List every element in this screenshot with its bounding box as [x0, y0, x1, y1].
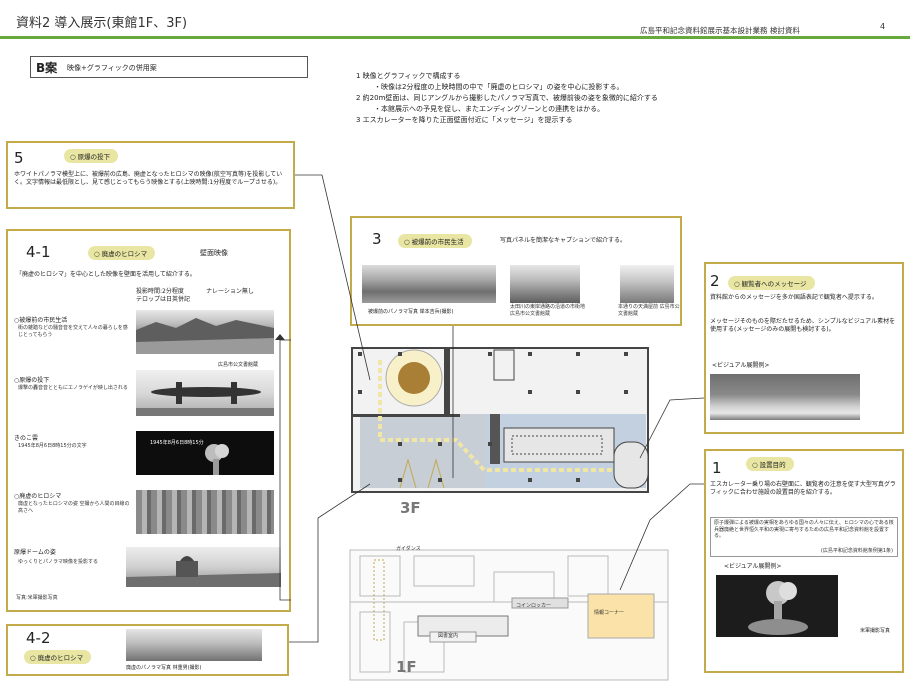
- section-1-number: 1: [712, 459, 722, 477]
- photo-prewar-panorama: [362, 265, 496, 303]
- floor-1f-guidance: ガイダンス: [396, 546, 421, 552]
- section-1-quote: 原子爆弾による被爆の実相をあらゆる国々の人々に伝え、ヒロシマの心である核兵器廃絶…: [714, 520, 894, 539]
- section-3-tag: 被爆前の市民生活: [398, 234, 472, 248]
- item-desc: 廃虚となったヒロシマの姿 空撮から人間の目線の高さへ: [18, 501, 130, 514]
- floorplan-3f-drawing: [351, 347, 649, 493]
- section-2-number: 2: [710, 272, 720, 290]
- section-4-1-heading: 壁面映像: [200, 249, 228, 257]
- section-4-1-tag: 廃虚のヒロシマ: [88, 246, 156, 260]
- floor-label-1f: 1F: [396, 658, 417, 676]
- floor-1f-shop: 図書室内: [438, 633, 459, 639]
- summary-line: 3 エスカレーターを降りた正面壁面付近に「メッセージ」を提示する: [356, 116, 573, 124]
- header-project: 広島平和記念資料館展示基本設計業務 検討資料: [640, 26, 800, 35]
- section-1-quote-source: (広島平和記念資料館条例第1条): [820, 548, 893, 554]
- plan-label: B案: [36, 61, 58, 75]
- floor-1f-locker: コインロッカー: [516, 603, 552, 609]
- floorplan-1f: ガイダンス コインロッカー 情報コーナー 図書室内: [344, 542, 674, 682]
- section-4-1-number: 4-1: [26, 243, 51, 261]
- section-1-text: エスカレーター乗り場の右壁面に、観覧者の注意を促す大型写真グラフィックに合わせ施…: [710, 481, 896, 497]
- section-2-box: 2 観覧者へのメッセージ 資料館からのメッセージを多か国語表記で観覧者へ提示する…: [704, 262, 904, 434]
- photo-bomber-drawing: [136, 382, 274, 416]
- summary-line: 1 映像とグラフィックで構成する: [356, 72, 461, 80]
- floorplan-1f-drawing: [349, 549, 669, 681]
- item-desc: 街の雑踏などの騒音音を交えて人々の暮らしを感じとってもらう: [18, 325, 128, 338]
- floor-label-3f: 3F: [400, 499, 421, 517]
- section-1-tag: 設置目的: [746, 457, 794, 471]
- photo-hondori-street: [620, 265, 674, 303]
- section-3-box: 3 被爆前の市民生活 写真パネルを簡潔なキャプションで紹介する。 被爆前のパノラ…: [350, 216, 682, 326]
- photo-sky-clouds: [710, 374, 860, 420]
- section-4-1-intro: 「廃虚のヒロシマ」を中心とした映像を壁面を活用して紹介する。: [16, 271, 196, 278]
- summary-line: ・本館展示への予見を促し、またエンディングゾーンとの連携をはかる。: [374, 105, 605, 113]
- summary-line: ・映像は2分程度の上映時間の中で「廃虚のヒロシマ」の姿を中心に投影する。: [374, 83, 624, 91]
- item-title: ○原爆の投下: [14, 377, 50, 384]
- photo-dome-panorama-drawing: [126, 556, 281, 587]
- section-3-text: 写真パネルを簡潔なキャプションで紹介する。: [500, 237, 627, 244]
- photo-ruins-aerial: [136, 490, 274, 534]
- photo-ruins-panorama: [126, 629, 262, 661]
- section-1-example-label: <ビジュアル展開例>: [724, 563, 782, 570]
- photo-riverside-street: [510, 265, 580, 303]
- section-4-1-spec-time: 投影時間:2分程度: [136, 288, 184, 295]
- section-2-text-2: メッセージそのものを際だたせるため、シンプルなビジュアル素材を使用する(メッセー…: [710, 318, 896, 334]
- section-5-box: 5 原爆の投下 ホワイトパノラマ模型上に、被爆前の広島、廃虚となったヒロシマの映…: [6, 141, 295, 209]
- item-title: 原爆ドームの姿: [14, 549, 56, 556]
- summary-line: 2 約20m壁面は、同じアングルから撮影したパノラマ写真で、被爆前後の姿を象徴的…: [356, 94, 658, 102]
- section-4-1-spec-narration: ナレーション無し: [206, 288, 254, 295]
- photo-mushroom-cloud-aerial: [716, 575, 838, 637]
- header-rule: [0, 36, 910, 39]
- plan-label-box: B案 映像+グラフィックの併用案: [30, 56, 308, 78]
- item-title: きのこ雲: [14, 435, 39, 442]
- section-5-text: ホワイトパノラマ模型上に、被爆前の広島、廃虚となったヒロシマの映像(航空写真等)…: [14, 171, 283, 187]
- photo-mushroom-cloud-drawing: [205, 444, 229, 475]
- section-2-example-label: <ビジュアル展開例>: [712, 362, 770, 369]
- section-3-number: 3: [372, 230, 382, 248]
- plan-subtitle: 映像+グラフィックの併用案: [67, 64, 157, 72]
- section-3-caption: 太田川の東岸通路の沿道の市街地 広島市公文書館蔵: [510, 304, 586, 317]
- photo-mushroom-cloud: 1945年8月6日8時15分: [136, 431, 274, 475]
- section-3-caption: 被爆前のパノラマ写真 岸本吉兵(撮影): [368, 309, 454, 315]
- item-desc: 1945年8月6日8時15分の文字: [18, 443, 87, 449]
- section-1-box: 1 設置目的 エスカレーター乗り場の右壁面に、観覧者の注意を促す大型写真グラフィ…: [704, 449, 904, 673]
- section-4-2-number: 4-2: [26, 629, 51, 647]
- item-desc: 爆撃の轟音音とともにエノラゲイが映し出される: [18, 385, 128, 391]
- floorplan-3f: [344, 330, 656, 498]
- photo-mushroom-cloud-aerial-drawing: [748, 581, 808, 635]
- photo-dome-panorama: [126, 547, 281, 587]
- section-4-2-box: 4-2 廃虚のヒロシマ 廃虚のパノラマ写真 林重男(撮影): [6, 624, 289, 676]
- header-title: 資料2 導入展示(東館1F、3F): [16, 16, 188, 31]
- section-5-tag: 原爆の投下: [64, 149, 119, 163]
- section-2-text-1: 資料館からのメッセージを多か国語表記で観覧者へ提示する。: [710, 294, 878, 301]
- photo-city-life: [136, 310, 274, 354]
- item-desc: ゆっくりとパノラマ映像を投影する: [18, 559, 99, 565]
- floor-1f-info: 情報コーナー: [594, 610, 625, 616]
- section-2-tag: 観覧者へのメッセージ: [728, 276, 815, 290]
- section-1-quote-box: 原子爆弾による被爆の実相をあらゆる国々の人々に伝え、ヒロシマの心である核兵器廃絶…: [710, 517, 898, 557]
- section-4-2-caption: 廃虚のパノラマ写真 林重男(撮影): [126, 665, 202, 671]
- section-4-1-spec-telop: テロップは日英併記: [136, 296, 191, 303]
- section-4-1-credit: 写真:米軍撮影写真: [16, 595, 58, 601]
- page-number: 4: [880, 22, 886, 31]
- photo-bomber: [136, 370, 274, 416]
- item-title: ○廃虚のヒロシマ: [14, 493, 62, 500]
- photo-city-life-drawing: [136, 318, 274, 354]
- photo-timestamp: 1945年8月6日8時15分: [150, 440, 204, 446]
- photo-caption: 広島市公文書館蔵: [218, 362, 259, 368]
- item-title: ○被爆前の市民生活: [14, 317, 68, 324]
- section-3-caption: 本通りの天満屋前 広島市公文書館蔵: [618, 304, 680, 317]
- section-4-1-box: 4-1 廃虚のヒロシマ 壁面映像 「廃虚のヒロシマ」を中心とした映像を壁面を活用…: [6, 229, 291, 612]
- section-4-2-tag: 廃虚のヒロシマ: [24, 650, 92, 664]
- section-5-number: 5: [14, 149, 24, 167]
- summary-list: 1 映像とグラフィックで構成する ・映像は2分程度の上映時間の中で「廃虚のヒロシ…: [356, 71, 756, 126]
- section-1-photo-credit: 米軍撮影写真: [860, 628, 891, 634]
